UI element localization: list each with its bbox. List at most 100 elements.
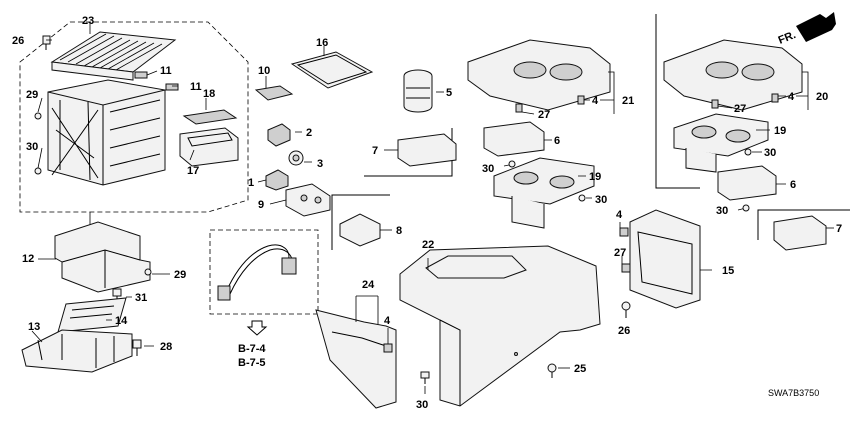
callout-11: 11: [160, 65, 172, 77]
callout-21: 21: [622, 95, 634, 107]
part-27-clip: [621, 263, 631, 273]
screw-icon: [34, 167, 42, 175]
callout-15: 15: [722, 265, 734, 277]
callout-12: 12: [22, 253, 34, 265]
leader-line: [521, 71, 615, 115]
wire-harness: [217, 244, 297, 301]
leader-line: [31, 258, 170, 347]
part-7-tray: [773, 215, 827, 251]
callout-8: 8: [396, 225, 402, 237]
part-13-base: [21, 329, 133, 373]
callout-30: 30: [416, 399, 428, 411]
part-10-pad: [254, 85, 294, 101]
callout-29: 29: [174, 269, 186, 281]
leader-line: [37, 24, 207, 169]
direction-arrow-icon: [796, 12, 836, 42]
callout-30: 30: [716, 205, 728, 217]
callout-19: 19: [589, 171, 601, 183]
diagram-code: SWA7B3750: [768, 388, 819, 398]
screw-icon: [742, 204, 750, 212]
screw-icon: [744, 148, 752, 156]
part-18-mat: [182, 109, 238, 125]
leader-line: [717, 71, 809, 110]
screw-icon: [547, 363, 557, 378]
part-2-switch: [267, 123, 291, 147]
part-4-clip: [771, 93, 779, 103]
callout-6: 6: [554, 135, 560, 147]
callout-4: 4: [384, 315, 391, 327]
screw-icon: [420, 371, 430, 384]
part-19-cupholder: [673, 113, 769, 173]
part-16-mat: [290, 51, 374, 89]
reference-b-7-5: B-7-5: [238, 357, 266, 369]
callout-13: 13: [28, 321, 40, 333]
console-box-body: [47, 79, 166, 186]
part-27-clip: [515, 103, 523, 113]
bolt-icon: [112, 288, 122, 304]
screw-icon: [42, 35, 51, 50]
callout-27: 27: [614, 247, 626, 259]
part-20-bezel: [663, 39, 803, 111]
callout-30: 30: [482, 163, 494, 175]
callout-4: 4: [788, 91, 795, 103]
callout-11: 11: [190, 81, 202, 93]
callout-16: 16: [316, 37, 328, 49]
callout-6: 6: [790, 179, 796, 191]
part-3-socket: [288, 150, 304, 166]
callout-1: 1: [248, 177, 254, 189]
callout-20: 20: [816, 91, 828, 103]
callout-27: 27: [538, 109, 550, 121]
part-8-switch: [339, 213, 381, 247]
group-bracket: [757, 209, 850, 240]
callout-4: 4: [616, 209, 623, 221]
part-4-clip: [619, 227, 629, 237]
callout-25: 25: [574, 363, 586, 375]
callout-9: 9: [258, 199, 264, 211]
screw-icon: [144, 268, 152, 276]
callout-14: 14: [115, 315, 128, 327]
screw-icon: [508, 160, 516, 168]
callout-4: 4: [592, 95, 599, 107]
part-4-clip: [383, 343, 393, 353]
callout-7: 7: [836, 223, 842, 235]
callout-26: 26: [12, 35, 24, 47]
leader-line: [578, 175, 592, 199]
direction-label: FR.: [777, 29, 798, 47]
callout-30: 30: [26, 141, 38, 153]
callout-2: 2: [306, 127, 312, 139]
part-22-console-body: [399, 245, 601, 407]
screw-icon: [621, 301, 631, 318]
group-bracket: [655, 14, 700, 189]
callout-10: 10: [258, 65, 270, 77]
callout-30: 30: [764, 147, 776, 159]
callout-19: 19: [774, 125, 786, 137]
callout-17: 17: [187, 165, 199, 177]
group-bracket: [331, 194, 390, 250]
bolt-icon: [132, 339, 142, 356]
callout-26: 26: [618, 325, 630, 337]
callout-27: 27: [734, 103, 746, 115]
callout-22: 22: [422, 239, 434, 251]
part-6-tray: [483, 121, 545, 157]
callout-5: 5: [446, 87, 452, 99]
part-14-plate: [57, 297, 127, 333]
part-17-tray: [179, 127, 239, 167]
callout-30: 30: [595, 194, 607, 206]
leader-line: [355, 258, 429, 344]
part-4-clip: [577, 95, 585, 105]
reference-b-7-4: B-7-4: [238, 343, 266, 355]
part-7-tray: [397, 133, 457, 167]
callout-29: 29: [26, 89, 38, 101]
callout-23: 23: [82, 15, 94, 27]
part-23-lid: [50, 31, 177, 81]
callout-28: 28: [160, 341, 172, 353]
part-27-clip: [711, 99, 719, 109]
screw-icon: [34, 112, 42, 120]
leader-line: [257, 46, 325, 205]
part-15-panel: [629, 209, 701, 309]
harness-boundary: [209, 229, 319, 315]
callout-31: 31: [135, 292, 147, 304]
screw-icon: [578, 194, 586, 202]
leader-line: [619, 222, 712, 271]
